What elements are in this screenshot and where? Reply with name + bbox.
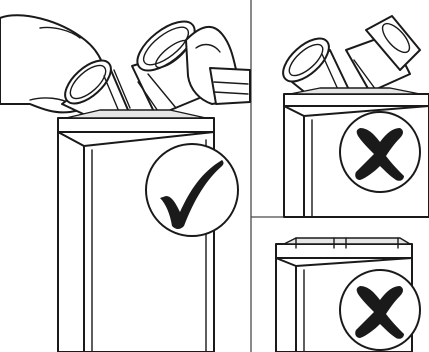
cross-badge	[340, 112, 420, 192]
panel-incorrect-installation-2	[276, 238, 420, 352]
panel-correct-installation	[0, 12, 250, 352]
panel-incorrect-installation-1	[276, 16, 429, 217]
adapter-right	[346, 16, 420, 92]
cross-badge	[340, 270, 420, 350]
hand-right	[186, 27, 250, 104]
checkmark-badge	[146, 144, 238, 236]
